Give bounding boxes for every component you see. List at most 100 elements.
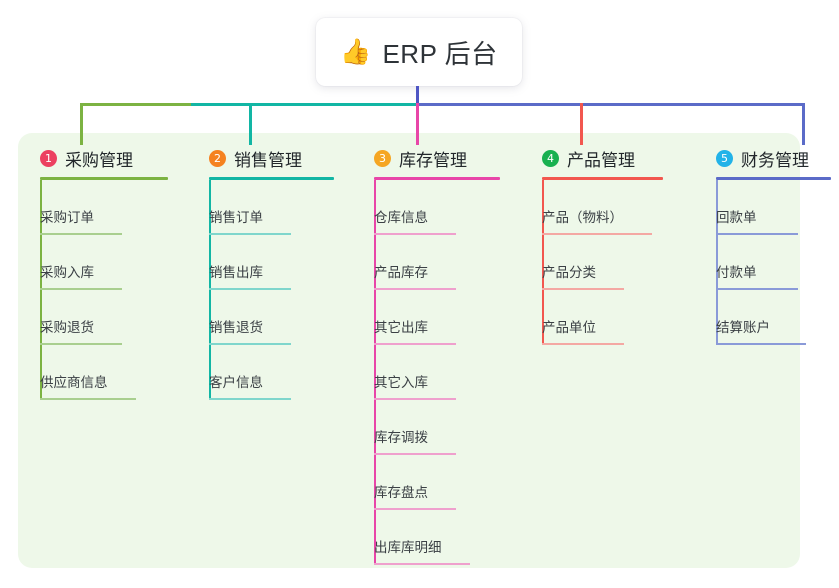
column-title-1: 采购管理 [65,150,133,170]
item-label: 销售出库 [209,265,263,280]
root-stem-wire [416,86,419,106]
item-rule [374,398,456,400]
bus-segment-green [80,103,193,106]
item-rule [209,288,291,290]
item-label: 库存盘点 [374,485,428,500]
list-item[interactable]: 销售出库 [187,235,352,290]
list-item[interactable]: 采购入库 [18,235,183,290]
item-label: 产品库存 [374,265,428,280]
list-item[interactable]: 采购订单 [18,180,183,235]
item-label: 销售退货 [209,320,263,335]
item-rule [40,398,136,400]
column-header-1[interactable]: 1 采购管理 [18,145,183,171]
column-header-5[interactable]: 5 财务管理 [694,145,839,171]
column-badge-3: 3 [374,149,391,167]
item-label: 采购订单 [40,210,94,225]
list-item[interactable]: 其它出库 [352,290,520,345]
column-product: 4 产品管理 产品（物料） 产品分类 产品单位 [520,145,695,345]
column-spine-1 [40,180,42,400]
drop-wire-col-3 [416,103,419,145]
item-label: 付款单 [716,265,757,280]
item-rule [716,233,798,235]
drop-wire-col-5 [802,103,805,145]
list-item[interactable]: 出库库明细 [352,510,520,565]
item-label: 客户信息 [209,375,263,390]
column-sales: 2 销售管理 销售订单 销售出库 销售退货 客户信息 [187,145,352,400]
item-rule [374,343,456,345]
list-item[interactable]: 仓库信息 [352,180,520,235]
column-spine-4 [542,180,544,345]
item-rule [374,508,456,510]
item-label: 采购入库 [40,265,94,280]
column-title-4: 产品管理 [567,150,635,170]
column-rule-3 [374,177,500,180]
column-spine-2 [209,180,211,400]
column-title-5: 财务管理 [741,150,809,170]
item-rule [40,343,122,345]
drop-wire-col-1 [80,103,83,145]
column-header-4[interactable]: 4 产品管理 [520,145,695,171]
item-rule [374,563,470,565]
list-item[interactable]: 结算账户 [694,290,839,345]
column-rule-5 [716,177,831,180]
column-header-2[interactable]: 2 销售管理 [187,145,352,171]
list-item[interactable]: 销售退货 [187,290,352,345]
item-label: 供应商信息 [40,375,108,390]
list-item[interactable]: 产品单位 [520,290,695,345]
list-item[interactable]: 产品库存 [352,235,520,290]
list-item[interactable]: 产品（物料） [520,180,695,235]
list-item[interactable]: 采购退货 [18,290,183,345]
column-items-2: 销售订单 销售出库 销售退货 客户信息 [187,180,352,400]
item-rule [40,288,122,290]
list-item[interactable]: 付款单 [694,235,839,290]
item-rule [374,288,456,290]
column-rule-1 [40,177,168,180]
diagram-panel [18,133,800,568]
item-rule [716,343,806,345]
item-label: 销售订单 [209,210,263,225]
item-rule [542,288,624,290]
item-rule [374,453,456,455]
root-node-card[interactable]: 👍 ERP 后台 [316,18,522,86]
item-rule [542,233,652,235]
column-items-5: 回款单 付款单 结算账户 [694,180,839,345]
item-label: 结算账户 [716,320,770,335]
list-item[interactable]: 客户信息 [187,345,352,400]
column-title-2: 销售管理 [234,150,302,170]
drop-wire-col-4 [580,103,583,145]
item-rule [209,398,291,400]
column-spine-3 [374,180,376,565]
thumbs-up-icon: 👍 [340,37,372,66]
item-label: 回款单 [716,210,757,225]
column-items-4: 产品（物料） 产品分类 产品单位 [520,180,695,345]
item-label: 产品（物料） [542,210,623,225]
drop-wire-col-2 [249,103,252,145]
item-label: 产品分类 [542,265,596,280]
list-item[interactable]: 回款单 [694,180,839,235]
root-node-content: 👍 ERP 后台 [340,34,497,71]
column-header-3[interactable]: 3 库存管理 [352,145,520,171]
column-badge-2: 2 [209,149,226,167]
list-item[interactable]: 其它入库 [352,345,520,400]
column-rule-4 [542,177,663,180]
column-rule-2 [209,177,334,180]
item-label: 库存调拨 [374,430,428,445]
list-item[interactable]: 库存盘点 [352,455,520,510]
column-items-1: 采购订单 采购入库 采购退货 供应商信息 [18,180,183,400]
item-label: 采购退货 [40,320,94,335]
list-item[interactable]: 库存调拨 [352,400,520,455]
column-finance: 5 财务管理 回款单 付款单 结算账户 [694,145,839,345]
item-label: 出库库明细 [374,540,442,555]
item-rule [374,233,456,235]
item-label: 产品单位 [542,320,596,335]
column-items-3: 仓库信息 产品库存 其它出库 其它入库 库存调拨 库存盘点 出库库明细 [352,180,520,565]
bus-segment-teal [191,103,418,106]
bus-segment-indigo [416,103,805,106]
list-item[interactable]: 产品分类 [520,235,695,290]
column-purchasing: 1 采购管理 采购订单 采购入库 采购退货 供应商信息 [18,145,183,400]
list-item[interactable]: 销售订单 [187,180,352,235]
column-badge-5: 5 [716,149,733,167]
list-item[interactable]: 供应商信息 [18,345,183,400]
column-badge-1: 1 [40,149,57,167]
item-rule [716,288,798,290]
